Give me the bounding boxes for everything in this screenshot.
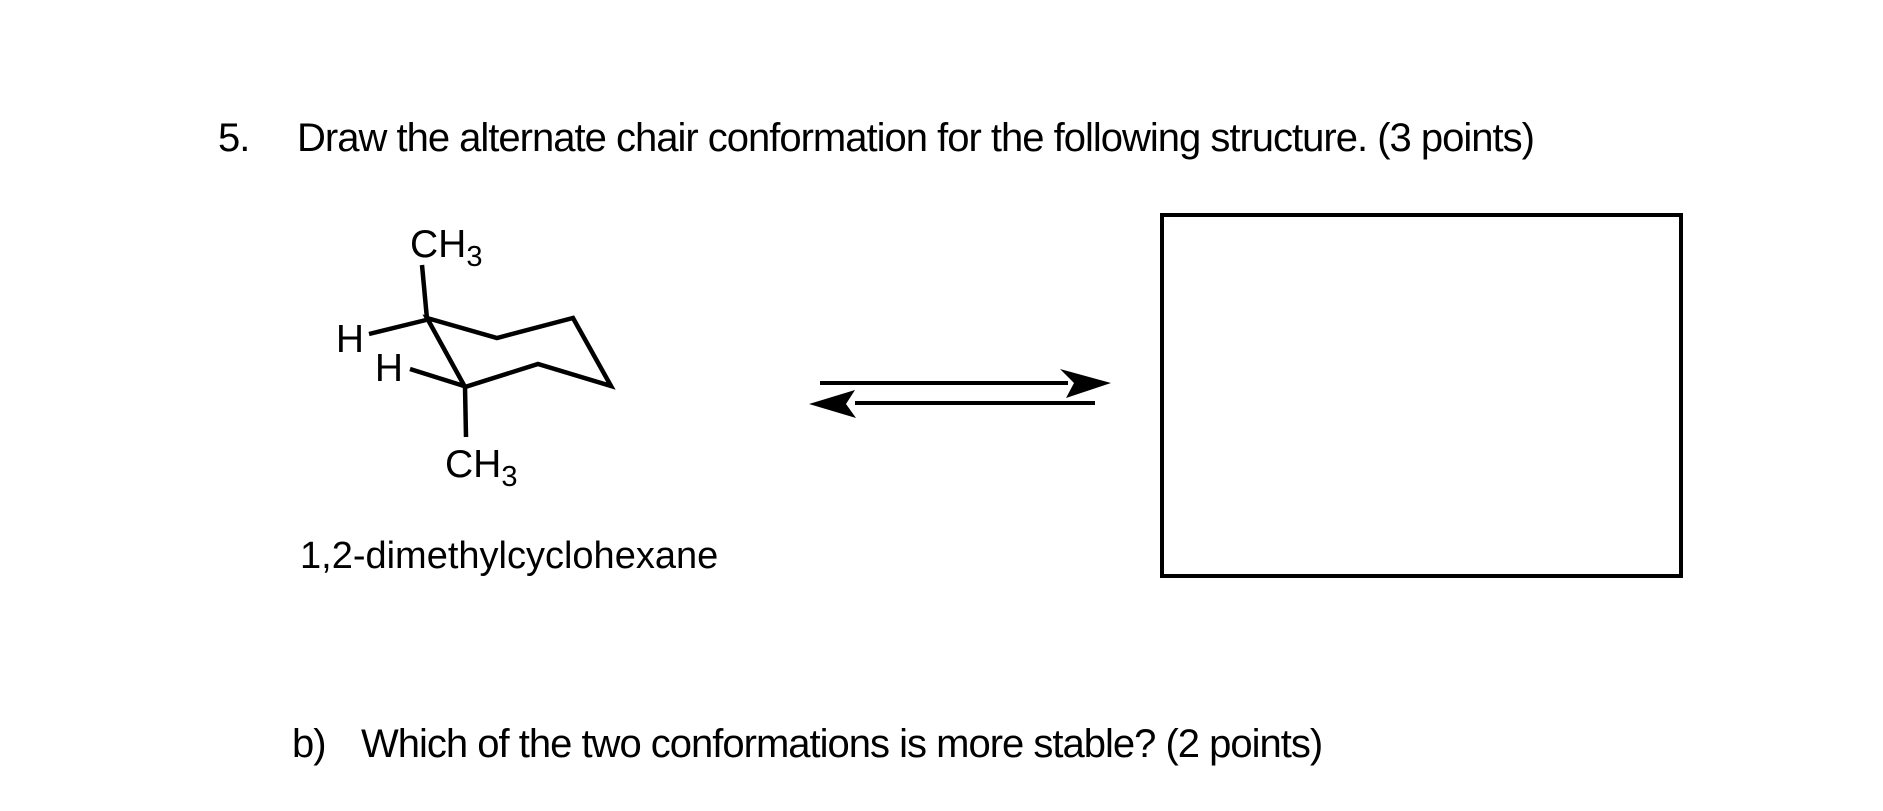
question-text: Draw the alternate chair conformation fo… [297, 116, 1535, 160]
question-b-line: b) Which of the two conformations is mor… [292, 722, 1323, 766]
label-methyl-bottom: CH3 [445, 443, 517, 493]
bond-methyl-axial-up [419, 264, 430, 320]
chair-structure-diagram: CH3 H H CH3 [336, 223, 616, 493]
bond-h-equatorial-c2 [409, 366, 465, 389]
label-methyl-top: CH3 [410, 223, 482, 273]
bond-h-equatorial-c1 [368, 317, 427, 337]
part-b-label: b) [292, 722, 327, 766]
molecule-name-label: 1,2-dimethylcyclohexane [300, 535, 719, 577]
forward-arrowhead-icon [1060, 369, 1111, 398]
equilibrium-arrows [809, 369, 1111, 418]
chair-ring [422, 314, 616, 390]
label-h-upper: H [336, 318, 364, 361]
label-h-lower: H [375, 347, 403, 390]
part-b-text: Which of the two conformations is more s… [361, 722, 1323, 766]
question-5-line: 5. Draw the alternate chair conformation… [218, 116, 1535, 160]
answer-box [1160, 213, 1683, 578]
reverse-arrowhead-icon [809, 390, 856, 418]
question-number: 5. [218, 116, 250, 160]
bond-methyl-axial-down [462, 386, 469, 438]
